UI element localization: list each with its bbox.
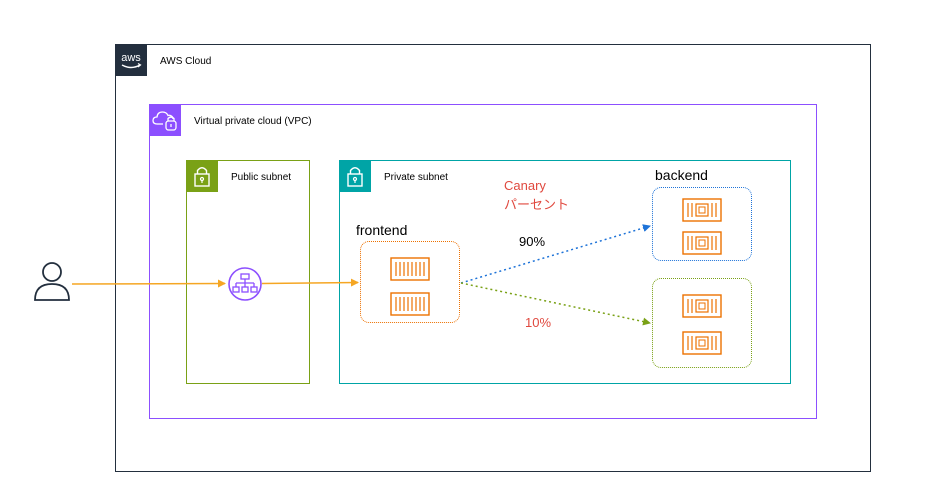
public-subnet-group — [186, 160, 310, 384]
container-icon — [390, 257, 430, 281]
route-90-arrow — [460, 224, 651, 284]
container-icon — [682, 231, 722, 255]
aws-cloud-label: AWS Cloud — [160, 56, 212, 67]
backend-group-primary — [652, 187, 752, 261]
canary-title: Canary — [504, 178, 546, 193]
container-icon — [682, 198, 722, 222]
aws-logo-icon: aws — [115, 44, 147, 76]
svg-text:aws: aws — [121, 52, 141, 64]
vpc-label: Virtual private cloud (VPC) — [194, 116, 312, 127]
route-10-label: 10% — [525, 315, 552, 330]
container-icon — [682, 331, 722, 355]
route-10-arrow — [460, 282, 651, 326]
container-icon — [682, 294, 722, 318]
canary-subtitle: パーセント — [504, 197, 570, 212]
frontend-label: frontend — [356, 222, 408, 238]
private-subnet-group — [339, 160, 791, 384]
padlock-icon — [339, 160, 371, 192]
cloud-lock-icon — [149, 104, 181, 136]
route-90-label: 90% — [519, 234, 546, 249]
flow-user-to-lb — [71, 279, 226, 288]
load-balancer-icon — [228, 267, 262, 301]
public-subnet-label: Public subnet — [231, 172, 292, 183]
backend-label: backend — [655, 167, 708, 183]
aws-cloud-group — [115, 44, 871, 472]
frontend-group — [360, 241, 460, 323]
user-icon — [34, 262, 70, 301]
flow-lb-to-frontend — [261, 278, 359, 287]
padlock-icon — [186, 160, 218, 192]
container-icon — [390, 292, 430, 316]
vpc-group — [149, 104, 817, 419]
private-subnet-label: Private subnet — [384, 172, 448, 183]
backend-group-canary — [652, 278, 752, 368]
